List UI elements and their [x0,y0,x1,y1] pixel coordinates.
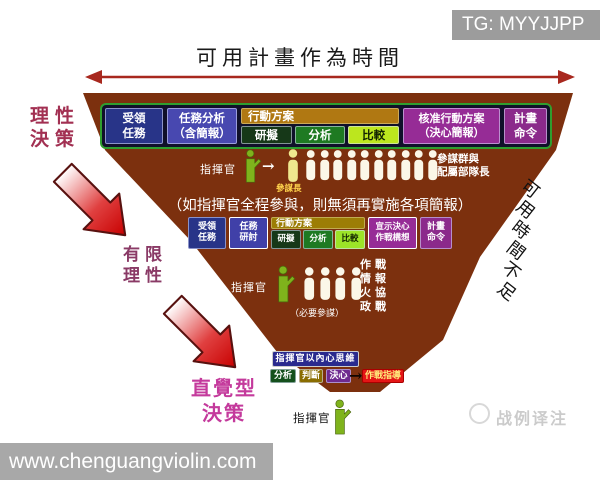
staff-function-line: 政戰 [360,300,390,313]
box-line: 命令 [514,126,537,140]
label-bounded-rationality: 有限 理性 [114,245,176,287]
box-line: 研討 [239,233,258,243]
row1-commander-label: 指揮官 [200,163,236,176]
label-bounded-line2: 理性 [123,266,167,286]
row3-inner-thinking-box: 指揮官以內心思維 [272,351,359,367]
staff-figure-icon [360,150,370,181]
row2-coa-develop: 研擬 [271,230,301,249]
row2-box-mission-discussion: 任務 研討 [229,217,268,249]
label-bounded-line1: 有限 [123,245,167,265]
staff-figure-icon [373,150,383,181]
row3-step-decide: 決心 [326,369,351,383]
watermark-logo [469,403,490,424]
label-rational-line1: 理性 [29,105,80,127]
box-line: 任務分析 [179,111,225,126]
row2-process-bar: 受領 任務 任務 研討 行動方案 研擬 分析 比較 宣示決心 作戰構想 計畫 命… [188,217,452,249]
box-line: 任務 [197,233,216,243]
staff-figure-icon [400,150,410,181]
staff-figure-icon [346,150,356,181]
page-title: 可用計畫作為時間 [196,46,404,70]
row3-step-judge: 判斷 [299,369,323,383]
label-rational-decision: 理性 決策 [22,105,88,151]
red-arrow-icon-1 [52,162,127,237]
staff-group-line1: 參謀群與 [437,153,479,165]
label-intuitive-line2: 決策 [202,401,246,425]
chief-of-staff-label: 參謀長 [276,184,302,194]
row1-box-receive-mission: 受領 任務 [105,108,163,144]
staff-figure-icon [427,150,437,181]
box-line: 命令 [426,233,445,243]
row2-box-declare-decision: 宣示決心 作戰構想 [368,217,417,249]
row1-process-bar: 受領 任務 任務分析 （含簡報） 行動方案 研擬 分析 比較 核准行動方案 （決… [100,103,552,149]
right-label-char: 足 [493,278,520,306]
necessary-staff-note: （必要參謀） [290,309,345,319]
staff-figure-icon [335,267,346,300]
box-line: 受領 [197,221,216,232]
label-intuitive-decision: 直覺型 決策 [186,376,262,426]
staff-figure-icon [304,267,315,300]
footer-url: www.chenguangviolin.com [9,450,257,473]
commander-figure-icon [246,149,262,183]
red-arrow-icon-2 [162,294,237,369]
label-rational-line2: 決策 [29,128,80,150]
staff-figure-icon [414,150,424,181]
staff-function-line: 情報 [360,272,390,285]
staff-function-line: 火協 [360,286,390,299]
staff-figure-icon [319,150,329,181]
staff-group-line2: 配屬部隊長 [437,166,490,178]
footer-bar: www.chenguangviolin.com [0,443,273,480]
staff-figure-icon [306,150,316,181]
box-line: 作戰構想 [375,233,410,243]
staff-figure-icon [319,267,330,300]
row1-coa-develop: 研擬 [241,126,292,144]
commander-figure-icon [335,399,352,435]
row1-coa-header: 行動方案 [241,108,399,124]
box-line: 任務 [239,221,258,232]
staff-figure-icon [333,150,343,181]
row2-coa-compare: 比較 [335,230,365,249]
handoff-arrow-icon: → [262,157,275,175]
tg-badge: TG: MYYJJPP [452,10,600,40]
row1-coa-group: 行動方案 研擬 分析 比較 [241,108,400,144]
row2-box-receive-mission: 受領 任務 [188,217,226,249]
box-line: 核准行動方案 [418,111,485,125]
row1-box-mission-analysis: 任務分析 （含簡報） [167,108,237,144]
row2-coa-analyze: 分析 [303,230,333,249]
row1-coa-subs: 研擬 分析 比較 [241,126,400,144]
row3-arrow-icon: → [349,366,363,385]
box-line: 宣示決心 [375,222,410,233]
row2-coa-group: 行動方案 研擬 分析 比較 [271,217,365,249]
row2-staff-figures [303,265,362,303]
row2-staff-functions-label: 作戰 情報 火協 政戰 [360,258,390,314]
box-line: 計畫 [514,111,537,126]
box-line: 受領 [122,111,146,126]
row1-coa-compare: 比較 [348,126,400,144]
staff-function-line: 作戰 [360,258,390,271]
row1-box-approve-coa: 核准行動方案 （決心簡報） [403,108,500,144]
row3-step-analyze: 分析 [270,369,296,383]
row2-coa-subs: 研擬 分析 比較 [271,230,365,249]
commander-figure-icon [278,265,296,303]
chief-of-staff-figure-icon [288,149,298,182]
participation-note: （如指揮官全程參與，則無須再實施各項簡報） [167,198,473,214]
staff-group-label: 參謀群與 配屬部隊長 [437,153,490,179]
box-line: （含簡報） [173,126,231,140]
staff-figure-icon [387,150,397,181]
box-line: 計畫 [426,221,445,232]
box-line: 任務 [122,126,146,140]
row1-staff-figures [305,149,438,182]
row1-box-plan-order: 計畫 命令 [504,108,547,144]
row2-commander-label: 指揮官 [231,281,267,294]
row3-commander-label: 指揮官 [293,411,331,425]
row3-operational-guidance-box: 作戰指導 [362,369,404,383]
row2-box-plan-order: 計畫 命令 [420,217,452,249]
row2-coa-header: 行動方案 [271,217,365,229]
staff-figure-icon [350,267,361,300]
watermark-text: 战例译注 [496,411,569,428]
box-line: （決心簡報） [418,126,485,139]
row1-coa-analyze: 分析 [294,126,346,144]
label-intuitive-line1: 直覺型 [191,376,257,400]
